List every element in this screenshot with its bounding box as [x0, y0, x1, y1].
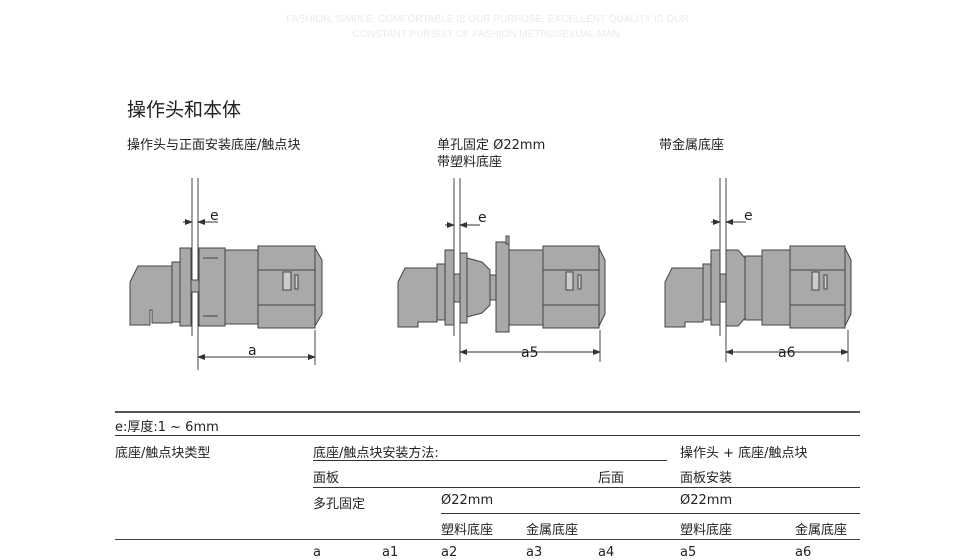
figure-2-e-label: e [478, 210, 487, 226]
diameter-label: Ø22mm [441, 493, 494, 508]
figure-2-caption-line2: 带塑料底座 [437, 155, 503, 170]
col-a5: a5 [680, 545, 697, 560]
metal-base [725, 249, 746, 327]
thickness-note: e:厚度:1 ~ 6mm [115, 420, 219, 435]
banner-line-2: CONSTANT PURSUIT OF FASHION METROSEXUAL … [352, 29, 623, 40]
rule [115, 539, 860, 540]
figure-1-caption: 操作头与正面安装底座/触点块 [127, 138, 301, 153]
col-a1: a1 [382, 545, 399, 560]
metal-base-label: 金属底座 [526, 523, 579, 538]
figure-1-drawing [129, 178, 323, 370]
panel-mount-label: 面板安装 [680, 471, 733, 486]
rear-label: 后面 [598, 471, 625, 486]
base-type-header: 底座/触点块类型 [115, 446, 211, 461]
col-a2: a2 [441, 545, 458, 560]
col-a: a [313, 545, 321, 560]
figure-3-caption: 带金属底座 [659, 138, 725, 153]
figure-3-drawing [664, 178, 852, 362]
section-title: 操作头和本体 [127, 99, 242, 121]
watermark-banner: FASHION, SIMPLE, COMFORTABLE IS OUR PURP… [0, 12, 975, 42]
table-top-rule [115, 411, 860, 413]
figure-2-dim-label: a5 [521, 345, 539, 361]
figure-3-dim-label: a6 [778, 345, 796, 361]
banner-line-1: FASHION, SIMPLE, COMFORTABLE IS OUR PURP… [286, 14, 689, 25]
figure-2-caption: 单孔固定 Ø22mm 带塑料底座 [437, 137, 545, 171]
col-a3: a3 [526, 545, 543, 560]
rule [115, 435, 860, 436]
base-block [198, 247, 226, 327]
col-a4: a4 [598, 545, 615, 560]
head-flange [171, 261, 181, 323]
rule [313, 460, 667, 461]
figure-3-e-label: e [744, 208, 753, 224]
mounting-method-header: 底座/触点块安装方法: [313, 446, 439, 461]
rule [441, 513, 860, 514]
figure-1-dim-label: a [248, 343, 257, 359]
head-base-header: 操作头 + 底座/触点块 [680, 446, 808, 461]
metal-base-label-2: 金属底座 [795, 523, 848, 538]
diameter-label-2: Ø22mm [680, 493, 733, 508]
figure-2-drawing [397, 178, 606, 362]
plastic-base-label-2: 塑料底座 [680, 523, 733, 538]
mounting-nut [466, 257, 491, 318]
panel-label: 面板 [313, 471, 340, 486]
figure-1-e-label: e [210, 208, 219, 224]
rule [313, 487, 860, 488]
multi-hole-label: 多孔固定 [313, 497, 366, 512]
col-a6: a6 [795, 545, 812, 560]
operator-lever [129, 265, 173, 326]
figure-2-caption-line1: 单孔固定 Ø22mm [437, 138, 546, 153]
plastic-base-label: 塑料底座 [441, 523, 494, 538]
